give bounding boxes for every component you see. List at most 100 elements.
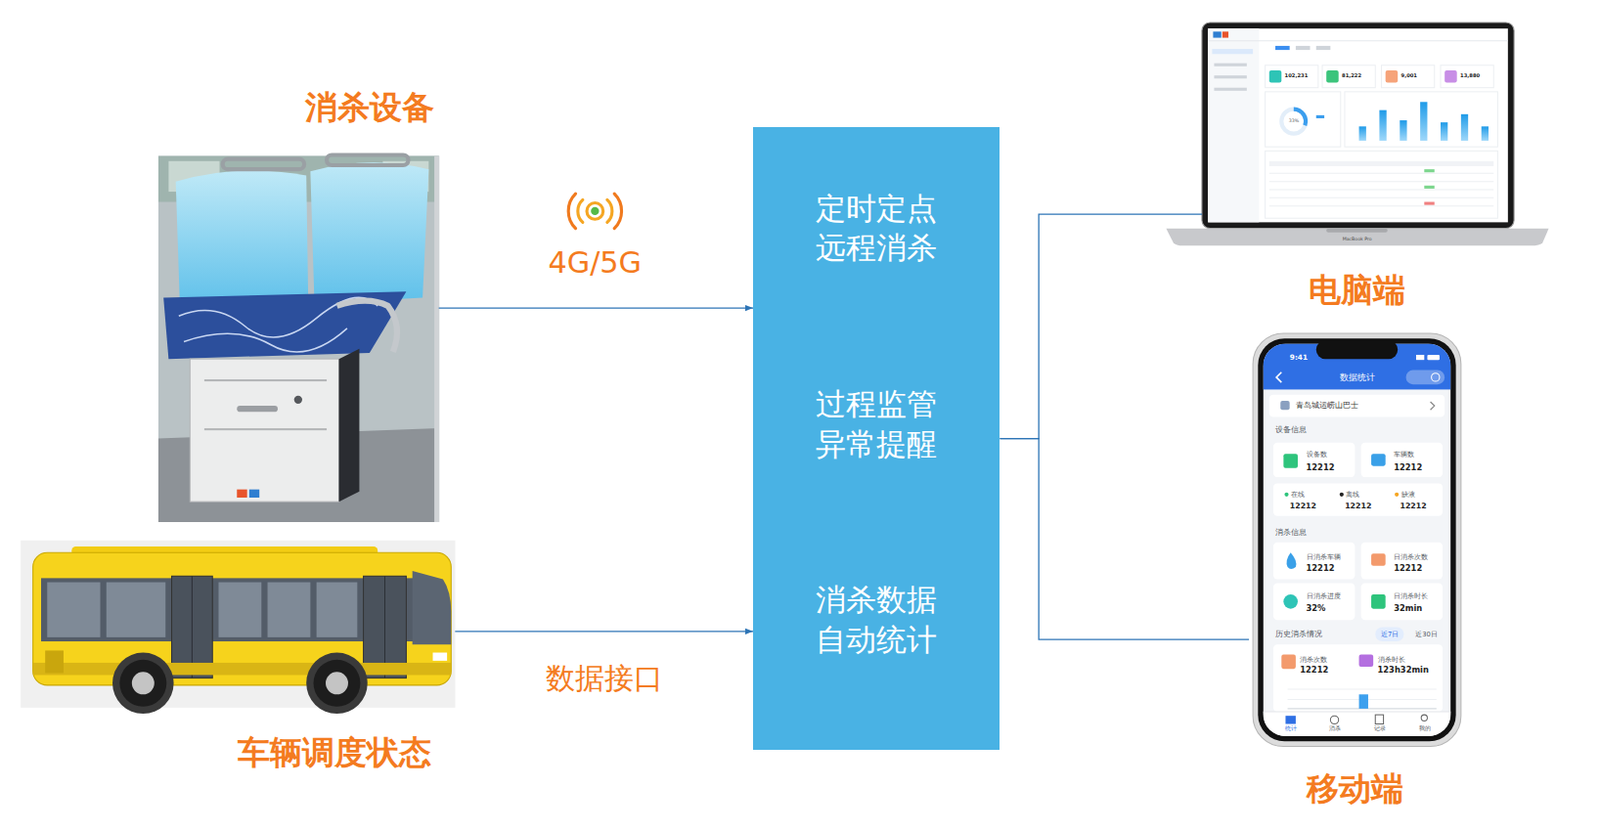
bus-node: 车辆调度状态 [20,540,455,709]
phone-screen-text: 设备信息 [1275,426,1307,435]
phone-screen-text: 数据统计 [1339,373,1376,383]
phone-illustration [1371,553,1386,567]
phone-illustration [1426,355,1440,360]
feature-text: 定时定点 远程消杀 [805,188,947,268]
signal-icon [607,199,613,223]
signal-icon [590,207,599,216]
device-photo [158,156,440,523]
laptop-illustration [1213,75,1246,79]
bus-illustration [20,540,455,709]
bus-illustration [218,582,262,638]
phone-illustration [1431,373,1440,382]
edge-label: 4G/5G [547,244,642,282]
phone-illustration [1269,395,1445,418]
laptop-illustration [1423,169,1434,173]
phone-screen-text: 12212 [1393,564,1423,573]
laptop-illustration [1385,70,1399,84]
phone-screen-text: 9:41 [1289,355,1308,362]
laptop-illustration [1440,65,1494,89]
device-photo [294,396,303,404]
phone-screen-text: 日消杀时长 [1393,593,1428,601]
phone-illustration [1375,714,1383,724]
device-photo [236,405,278,412]
device-photo [434,156,440,523]
phone-illustration [1287,552,1297,570]
platform-box: 定时定点 远程消杀过程监管 异常提醒消杀数据 自动统计 [753,127,1000,750]
bus-illustration [267,582,312,638]
phone-illustration [1416,355,1424,360]
device-photo [249,489,260,498]
phone-screen-text: 32% [1306,604,1327,613]
feature-text: 过程监管 异常提醒 [805,384,947,464]
connector-line [999,439,1249,641]
laptop-illustration [1316,115,1325,119]
node-heading: 车辆调度状态 [237,732,432,774]
device-photo-node: 消杀设备 [158,156,440,524]
phone-screen-text: 记录 [1374,726,1386,733]
bus-illustration [44,650,64,673]
bus-illustration [132,671,155,695]
phone-screen-text: 123h32min [1377,666,1429,674]
phone-illustration [1361,542,1443,580]
phone-screen-text: 12212 [1299,666,1329,674]
laptop-illustration [1201,22,1514,229]
bus-illustration [119,660,167,708]
phone-illustration [1371,453,1386,467]
laptop-illustration [1461,114,1468,141]
device-photo [183,328,348,353]
bus-illustration [106,582,166,638]
phone-illustration [1263,711,1452,712]
laptop-illustration [1295,45,1311,50]
phone-screen-text: 统计 [1285,726,1297,733]
laptop-illustration [1269,205,1494,207]
laptop-illustration [1378,110,1386,141]
node-heading: 电脑端 [1308,269,1406,312]
bus-illustration [316,582,358,638]
phone-screen-text: 日消杀进度 [1306,593,1341,601]
laptop-screen-text: MacBook Pro [1342,237,1373,243]
phone-illustration [1406,370,1446,386]
phone-illustration [1339,492,1344,497]
phone-illustration [1252,333,1462,747]
laptop-illustration [1269,188,1494,190]
device-photo [310,162,429,304]
phone-screen-text: 缺液 [1401,491,1416,499]
device-photo [158,155,440,523]
phone-illustration [1263,343,1452,737]
laptop-illustration [1423,185,1434,189]
bus-illustration [33,552,452,686]
bus-illustration [41,577,419,642]
laptop-illustration [1207,28,1259,223]
laptop-illustration [1444,70,1458,84]
laptop-illustration [1212,31,1221,38]
laptop-illustration [1481,126,1489,141]
phone-illustration [1281,655,1296,670]
connector-arrow [454,630,754,632]
phone-illustration [1361,443,1443,478]
laptop-screen-text: 102,231 [1285,74,1309,80]
laptop-screen-text: 9,001 [1401,74,1418,80]
phone-screen-text: 我的 [1419,726,1431,733]
laptop-illustration [1211,48,1253,54]
laptop-illustration [1207,28,1509,223]
phone-illustration [1273,583,1355,622]
laptop-illustration [1269,173,1494,175]
phone-illustration [1283,594,1298,610]
phone-illustration [1361,583,1443,622]
phone-screen-text: 车辆数 [1393,451,1415,459]
device-photo [204,428,327,431]
phone-illustration [1283,453,1298,469]
phone-screen-text: 12212 [1306,463,1335,472]
node-heading: 消杀设备 [305,87,435,129]
phone-screen-text: 32min [1393,604,1423,613]
phone-illustration [1284,492,1289,497]
laptop-node: 电脑端 [1201,22,1514,229]
phone-illustration [1273,483,1443,516]
signal-icon [568,193,622,228]
phone-illustration [1359,655,1375,668]
device-photo [204,379,327,382]
device-photo [339,349,360,502]
phone-illustration [1316,340,1398,359]
laptop-illustration [1207,40,1509,42]
